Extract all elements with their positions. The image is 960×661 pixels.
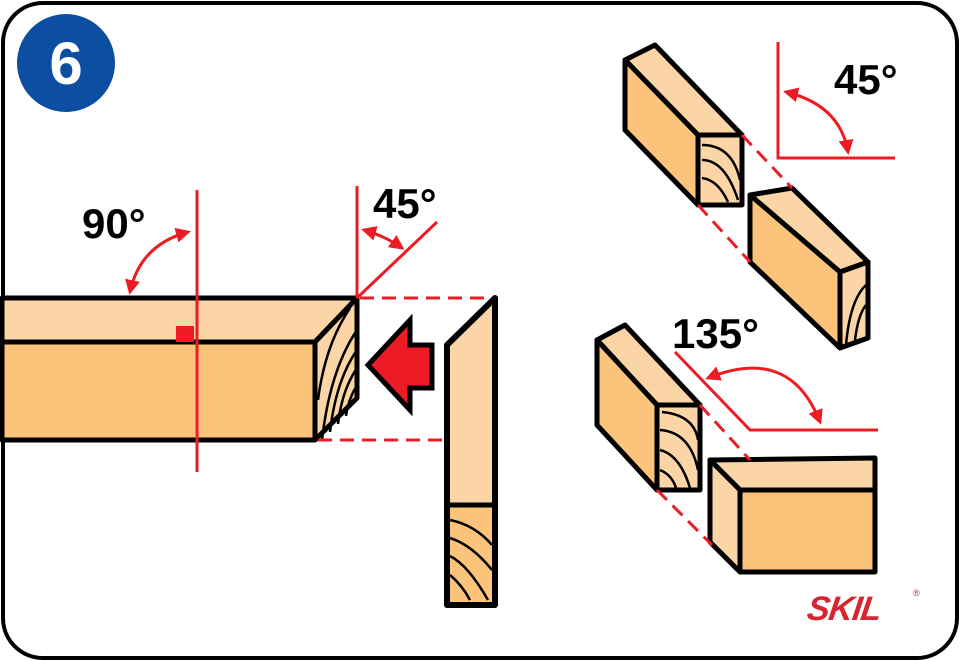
angle-guide-45 [776, 42, 895, 160]
angle-arc-135 [705, 366, 823, 425]
dashed-guide [696, 203, 752, 264]
skil-logo: SKIL ® [805, 588, 920, 628]
angle-guide-135 [673, 350, 878, 432]
angle-label-90: 90° [82, 200, 146, 247]
angle-label-135: 135° [672, 310, 759, 357]
brand-name: SKIL [805, 590, 884, 628]
angle-label-45-right: 45° [834, 56, 898, 103]
angle-arc-90 [125, 227, 191, 295]
angle-arc-45-right [783, 87, 854, 155]
step-number: 6 [49, 30, 82, 97]
push-arrow-icon [364, 313, 435, 417]
right-angle-marker [176, 326, 194, 342]
block-top-b [747, 185, 871, 351]
block-bottom-d [707, 455, 878, 575]
dashed-guide [655, 488, 714, 547]
board-standing [444, 295, 498, 608]
beam-left [0, 295, 360, 443]
miter-angle-line [355, 220, 439, 300]
angle-arc-45-left [361, 226, 405, 250]
end-grain [316, 307, 359, 441]
dashed-guide [740, 133, 794, 190]
step-badge: 6 [17, 14, 115, 112]
angle-label-45-left: 45° [373, 180, 437, 227]
block-bottom-c [594, 322, 703, 493]
registered-mark: ® [913, 588, 920, 598]
